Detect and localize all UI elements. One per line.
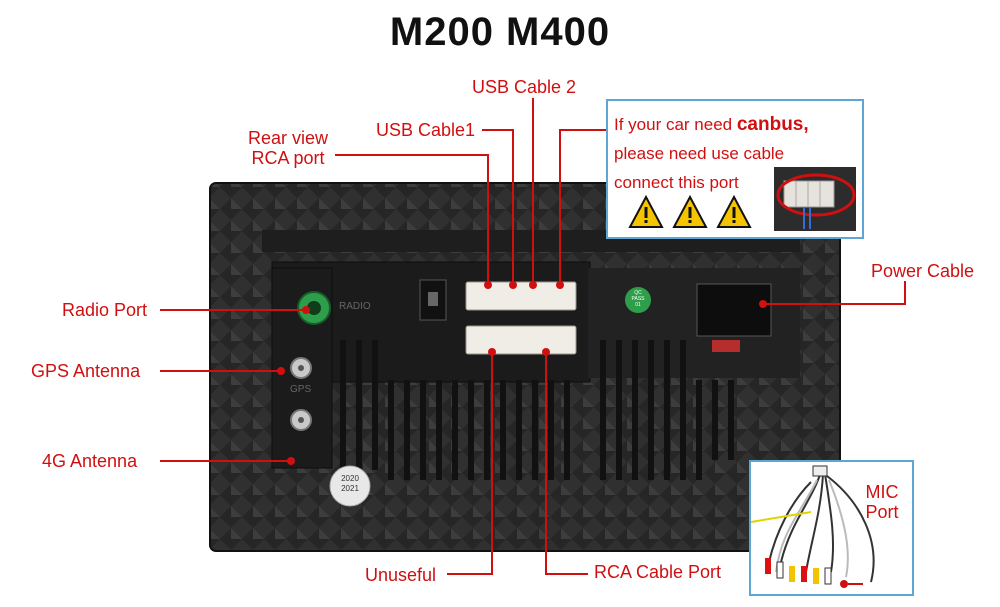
gps-antenna-label: GPS Antenna [31,361,141,381]
sticker-line1: 2020 [341,474,359,483]
antenna-connector-icon [290,409,312,431]
usb-connector-block [465,281,577,311]
antenna-connector-icon [290,357,312,379]
warning-icon [716,195,752,228]
mic-line2: Port [865,502,899,522]
page-title: M200 M400 [389,10,611,54]
unuseful-label: Unuseful [365,565,437,585]
rear-view-line2: RCA port [251,148,325,168]
canbus-connector-photo [774,167,856,231]
cable-harness-photo [750,465,875,588]
power-connector [696,283,772,337]
canbus-emphasis: canbus [736,114,804,135]
radio-connector-icon [297,291,331,325]
warning-icon [628,195,664,228]
date-sticker [329,465,371,507]
cable-inset: MIC Port [749,460,914,596]
qc-line1: QC [634,290,642,296]
qc-sticker [625,287,651,313]
canbus-note-line1: If your car need canbus, [614,114,809,136]
mic-port-label: MIC Port [859,482,905,522]
4g-antenna-label: 4G Antenna [42,451,138,471]
qc-label: QC PASS 01 [626,290,650,308]
rear-view-line1: Rear view [247,128,329,148]
warning-icon [672,195,708,228]
usb-cable-1-label: USB Cable1 [376,120,476,140]
radio-marking: RADIO [339,301,371,312]
canbus-note: If your car need canbus, please need use… [606,99,864,239]
canbus-note-line3: connect this port [614,173,739,192]
rear-view-label: Rear view RCA port [240,128,336,168]
canbus-prefix: If your car need [614,115,737,134]
heatsink-fins [340,340,734,480]
rca-cable-port-label: RCA Cable Port [594,562,722,582]
qc-line3: 01 [635,302,641,308]
canbus-note-line2: please need use cable [614,144,785,163]
date-sticker-label: 2020 2021 [336,474,364,494]
usb-cable-2-label: USB Cable 2 [472,77,577,97]
canbus-suffix: , [803,114,809,135]
qc-line2: PASS [631,296,645,302]
leader-lines [160,98,906,575]
power-cable-label: Power Cable [871,261,975,281]
gps-marking: GPS [290,384,312,395]
sticker-line2: 2021 [341,484,359,493]
mic-line1: MIC [865,482,899,502]
rca-connector-block [465,325,577,355]
leader-dots [277,281,767,465]
radio-port-label: Radio Port [62,300,148,320]
